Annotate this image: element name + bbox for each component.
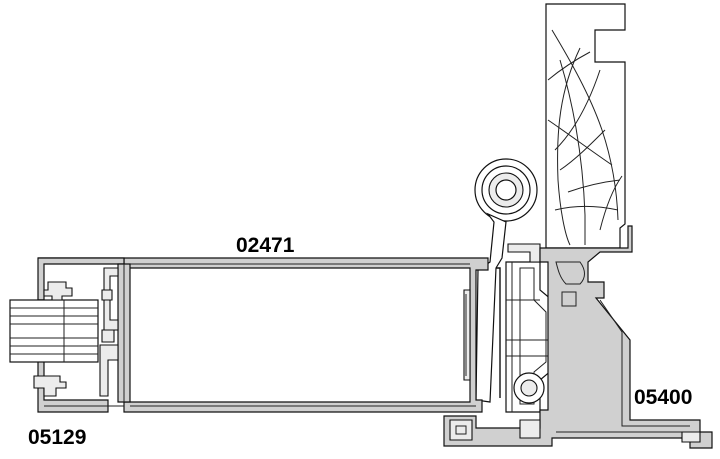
panel-05129 <box>9 281 115 397</box>
label-02471: 02471 <box>236 234 295 257</box>
timber-door-leaf <box>545 3 626 249</box>
label-05400: 05400 <box>634 386 692 409</box>
seal-mechanism <box>505 243 553 413</box>
hinge-assembly <box>474 158 538 403</box>
label-05129: 05129 <box>28 426 86 449</box>
profile-05400 <box>443 225 713 449</box>
